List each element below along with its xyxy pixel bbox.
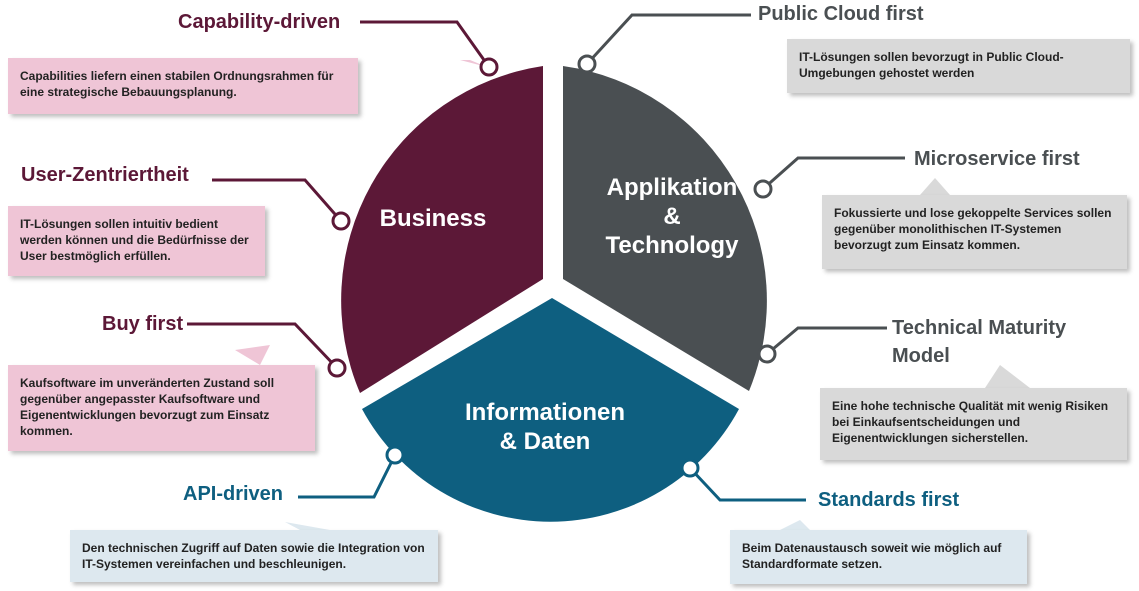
- business-segment: [341, 66, 543, 393]
- buy-title: Buy first: [102, 313, 184, 335]
- user-box: IT-Lösungen sollen intuitiv bedient werd…: [8, 206, 265, 276]
- api-box: Den technischen Zugriff auf Daten sowie …: [70, 530, 438, 582]
- standards-dot: [680, 458, 700, 478]
- user-title: User-Zentriertheit: [21, 164, 189, 186]
- capability-dot: [479, 57, 499, 77]
- standards-box-tail: [780, 520, 810, 530]
- maturity-box-tail: [985, 365, 1030, 388]
- business-label: Business: [379, 205, 487, 232]
- buy-connector: [187, 322, 339, 370]
- microservice-title: Microservice first: [914, 148, 1080, 170]
- api-dot: [385, 445, 405, 465]
- maturity-connector: [766, 326, 887, 356]
- microservice-connector: [762, 156, 905, 191]
- cloud-dot: [577, 54, 597, 74]
- standards-title: Standards first: [818, 489, 960, 511]
- maturity-box: Eine hohe technische Qualität mit wenig …: [820, 388, 1127, 460]
- cloud-connector: [585, 13, 751, 66]
- maturity-dot: [757, 344, 777, 364]
- standards-connector: [688, 466, 806, 502]
- cloud-box: IT-Lösungen sollen bevorzugt in Public C…: [787, 39, 1130, 93]
- user-connector: [212, 178, 343, 222]
- buy-dot: [327, 358, 347, 378]
- microservice-box: Fokussierte und lose gekoppelte Services…: [822, 195, 1127, 269]
- api-connector: [298, 454, 397, 499]
- cloud-title: Public Cloud first: [758, 3, 924, 25]
- maturity-title: Technical Maturity Model: [892, 317, 1067, 367]
- api-title: API-driven: [183, 483, 284, 505]
- standards-box: Beim Datenaustausch soweit wie möglich a…: [730, 530, 1027, 584]
- microservice-dot: [753, 179, 773, 199]
- buy-box: Kaufsoftware im unveränderten Zustand so…: [8, 365, 315, 451]
- buy-box-tail: [235, 345, 270, 365]
- user-dot: [331, 211, 351, 231]
- app-tech-segment: [563, 66, 767, 391]
- info-data-segment: [362, 298, 739, 522]
- app-tech-label: Applikation & Technology: [605, 174, 739, 259]
- capability-box: Capabilities liefern einen stabilen Ordn…: [8, 58, 358, 114]
- capability-connector: [360, 20, 491, 68]
- info-data-label: Informationen & Daten: [465, 399, 625, 455]
- capability-title: Capability-driven: [178, 11, 341, 33]
- api-box-tail: [285, 522, 330, 530]
- microservice-box-tail: [920, 178, 950, 195]
